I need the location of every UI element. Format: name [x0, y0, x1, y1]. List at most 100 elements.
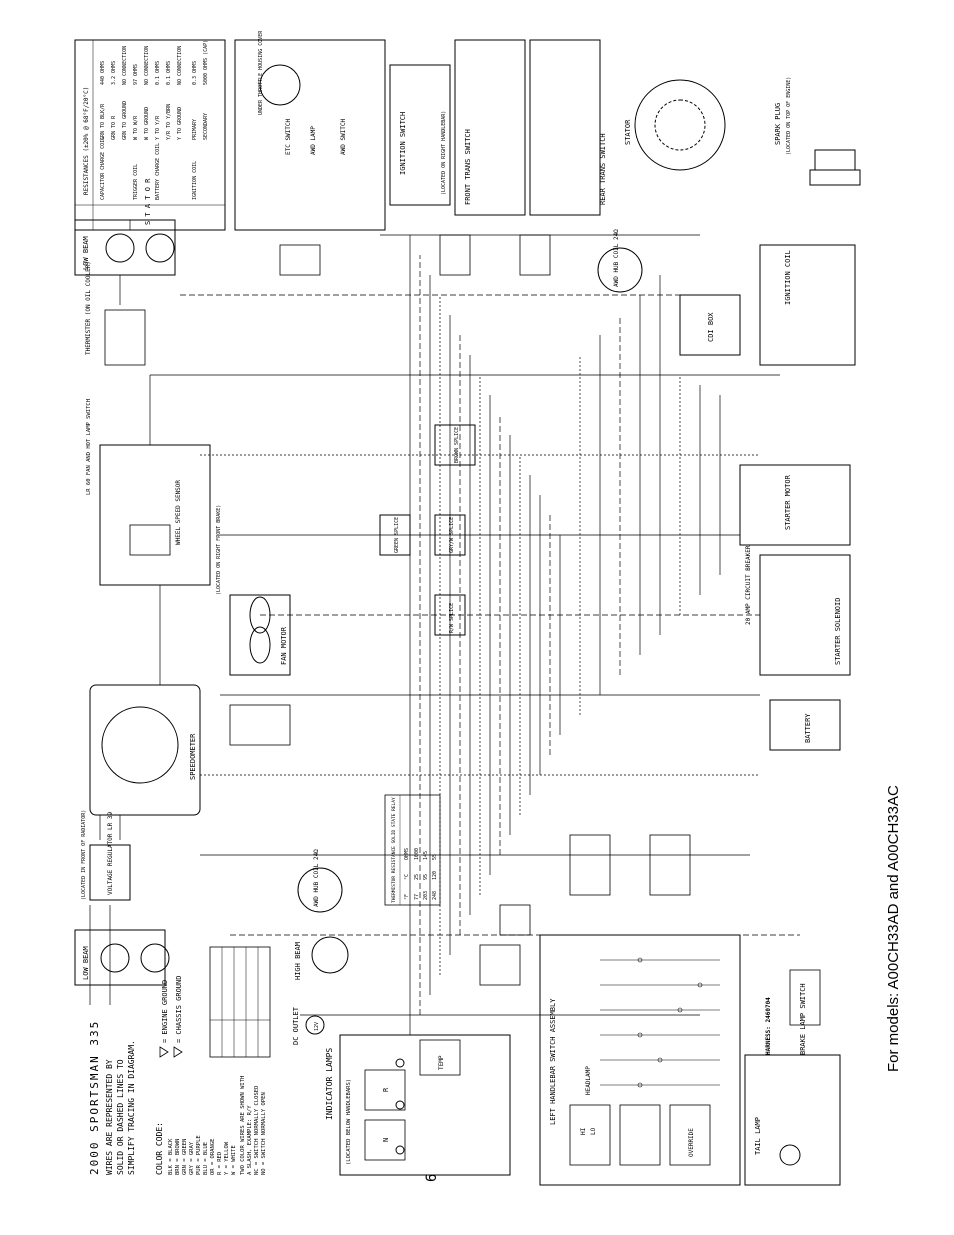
color-code-title: COLOR CODE: [155, 1122, 164, 1175]
engine-ground-icon: = ENGINE GROUND [159, 980, 169, 1058]
svg-text:SECONDARY: SECONDARY [203, 113, 209, 140]
header-note-1: WIRES ARE REPRESENTED BY [105, 1059, 114, 1175]
svg-text:248: 248 [432, 891, 438, 900]
cdi-box-label: CDI BOX [707, 312, 715, 342]
svg-text:95: 95 [423, 874, 429, 880]
svg-text:NO CONNECTION: NO CONNECTION [122, 46, 128, 85]
svg-text:AWD HUB COIL 24Ω: AWD HUB COIL 24Ω [313, 849, 320, 907]
svg-text:0.3 OHMS: 0.3 OHMS [192, 61, 198, 85]
dc-outlet-icon [305, 1015, 325, 1035]
svg-text:CAPACITOR CHARGE COIL: CAPACITOR CHARGE COIL [100, 137, 106, 200]
connector-blocks [229, 234, 691, 986]
spark-plug-note: (LOCATED ON TOP OF ENGINE) [786, 77, 792, 155]
speedometer-box [89, 684, 201, 816]
low-beam-top-label: LOW BEAM [82, 236, 90, 270]
color-code-2: BRN = BROWN [175, 1139, 181, 1175]
lr60-label: LR 60 FAN AND HOT LAMP SWITCH [86, 399, 92, 495]
awd-switch-label: AWD SWITCH [340, 118, 347, 155]
wheel-speed-box [99, 444, 211, 586]
chassis-ground-icon: = CHASSIS GROUND [173, 976, 183, 1058]
svg-text:W TO W/R: W TO W/R [133, 115, 139, 140]
svg-text:25: 25 [414, 874, 420, 880]
svg-text:Y TO Y/R: Y TO Y/R [155, 115, 161, 140]
stator-label: STATOR [624, 119, 632, 145]
low-beam-bottom-label: LOW BEAM [82, 946, 90, 980]
battery-label: BATTERY [804, 713, 812, 743]
awd-lamp-label: AWD LAMP [310, 126, 317, 155]
svg-text:RESISTANCES (±20% @ 68°F/20°C): RESISTANCES (±20% @ 68°F/20°C) [83, 87, 90, 195]
high-beam-label: HIGH BEAM [294, 942, 302, 980]
svg-text:BATTERY CHARGE COIL: BATTERY CHARGE COIL [155, 143, 161, 200]
svg-text:5000 OHMS (CAP): 5000 OHMS (CAP) [203, 40, 209, 85]
dc-outlet-label: DC OUTLET [292, 1006, 300, 1045]
stator-icon [634, 79, 726, 171]
spark-plug-label: SPARK PLUG [774, 103, 782, 145]
low-beam-bulb-icon [100, 943, 130, 973]
svg-text:GRN TO GROUND: GRN TO GROUND [122, 101, 128, 140]
svg-text:120: 120 [432, 871, 438, 880]
switch-note-1: TWO COLOR WIRES ARE SHOWN WITH [240, 1076, 246, 1175]
rear-trans-label: REAR TRANS SWITCH [599, 133, 607, 205]
indicator-lamps-note: (LOCATED BELOW HANDLEBARS) [346, 1079, 352, 1165]
svg-text:IGNITION COIL: IGNITION COIL [192, 161, 198, 200]
svg-text:W TO GROUND: W TO GROUND [144, 107, 150, 140]
battery-box [769, 699, 841, 751]
high-beam-bulb-icon [311, 936, 349, 974]
left-switch-label: LEFT HANDLEBAR SWITCH ASSEMBLY [549, 998, 557, 1125]
brake-switch-label: BRAKE LAMP SWITCH [799, 983, 807, 1055]
starter-motor-label: STARTER MOTOR [784, 474, 792, 530]
svg-text:145: 145 [423, 851, 429, 860]
awd-coil-right-icon [597, 247, 643, 293]
svg-text:440 OHMS: 440 OHMS [100, 61, 106, 85]
starter-solenoid-label: STARTER SOLENOID [834, 598, 842, 665]
tail-lamp-bulb-icon [779, 1144, 801, 1166]
svg-text:GRN TO R: GRN TO R [111, 115, 117, 140]
voltage-regulator-label: VOLTAGE REGULATOR LR 39 [107, 812, 114, 895]
color-code-9: Y = YELLOW [224, 1141, 230, 1175]
svg-text:OHMS: OHMS [404, 848, 410, 860]
front-trans-label: FRONT TRANS SWITCH [464, 129, 472, 205]
etc-switch-label: ETC SWITCH [285, 118, 292, 155]
diagram-title: 2000 SPORTSMAN 335 [88, 1020, 101, 1175]
ignition-switch-label: IGNITION SWITCH [399, 112, 407, 175]
svg-text:THERMISTOR RESISTANCE SOLID ST: THERMISTOR RESISTANCE SOLID STATE RELAY [391, 797, 397, 903]
svg-text:°F: °F [404, 894, 410, 900]
switch-note-4: NO = SWITCH NORMALLY OPEN [261, 1092, 267, 1175]
page-number: 6 [424, 1174, 440, 1182]
svg-text:°C: °C [404, 874, 410, 880]
svg-text:AWD HUB COIL 24Ω: AWD HUB COIL 24Ω [613, 229, 620, 287]
switch-note-3: NC = SWITCH NORMALLY CLOSED [254, 1086, 260, 1175]
awd-coil-left-icon [297, 867, 343, 913]
svg-text:PRIMARY: PRIMARY [192, 119, 198, 140]
wheel-speed-note: (LOCATED ON RIGHT FRONT BRAKE) [216, 505, 222, 595]
ignition-switch-box [389, 64, 451, 206]
switch-note-2: A SLASH, EXAMPLE: R/Y [247, 1105, 253, 1175]
temp-lamp-label: TEMP [438, 1055, 445, 1070]
color-code-4: GRY = GRAY [189, 1141, 195, 1175]
svg-text:1000: 1000 [414, 848, 420, 860]
rear-trans-box [529, 39, 601, 216]
ignition-coil-label: IGNITION COIL [784, 250, 792, 305]
ignition-switch-note: (LOCATED ON RIGHT HANDLEBAR) [441, 111, 447, 195]
svg-text:0.1 OHMS: 0.1 OHMS [166, 61, 172, 85]
voltage-regulator-note: (LOCATED IN FRONT OF RADIATOR) [81, 810, 87, 900]
indicator-lamps-box [339, 1034, 511, 1176]
svg-text:= ENGINE GROUND: = ENGINE GROUND [161, 980, 169, 1043]
cdi-box [679, 294, 741, 356]
color-code-3: GRN = GREEN [182, 1139, 188, 1175]
wheel-speed-label: WHEEL SPEED SENSOR [175, 480, 182, 545]
svg-text:LO: LO [590, 1127, 597, 1135]
throttle-note: UNDER THROTTLE HOUSING COVER [258, 30, 264, 115]
wire-harness [89, 220, 800, 1035]
indicator-lamps-label: INDICATOR LAMPS [325, 1048, 334, 1120]
svg-text:55: 55 [432, 854, 438, 860]
svg-text:NO CONNECTION: NO CONNECTION [144, 46, 150, 85]
color-code-8: R = RED [217, 1152, 223, 1175]
speedometer-icon [101, 706, 179, 784]
spark-plug-icon [809, 149, 861, 186]
color-code-6: BLU = BLUE [203, 1142, 209, 1175]
speedometer-label: SPEEDOMETER [189, 733, 197, 780]
etc-awd-box [234, 39, 386, 231]
svg-text:97 OHMS: 97 OHMS [133, 64, 139, 85]
